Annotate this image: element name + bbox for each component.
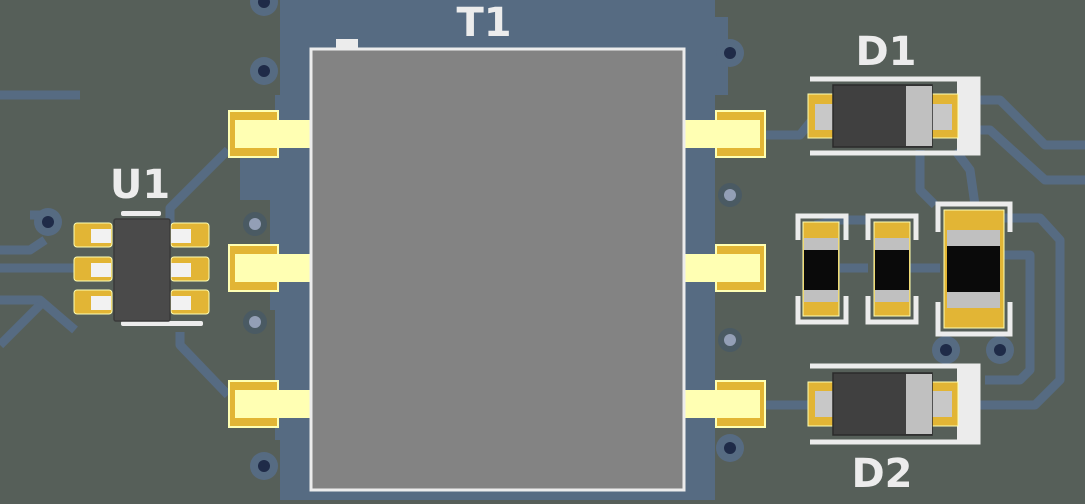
via bbox=[718, 183, 742, 207]
t1-body bbox=[309, 47, 686, 492]
via bbox=[34, 208, 62, 236]
u1-designator: U1 bbox=[110, 162, 170, 208]
d2-silk-cathode-bar bbox=[957, 366, 978, 442]
u1-silk-bottom bbox=[121, 321, 203, 326]
d1-lead-a bbox=[815, 104, 835, 130]
resistor-b-silk bbox=[865, 213, 919, 325]
via bbox=[250, 452, 278, 480]
d1-designator: D1 bbox=[855, 29, 916, 75]
resistor-a[interactable] bbox=[795, 213, 849, 325]
d2-designator: D2 bbox=[851, 451, 912, 497]
t1-pads-right bbox=[680, 110, 766, 428]
via bbox=[243, 212, 267, 236]
d2-cathode-band bbox=[906, 374, 932, 434]
u1-pads-right bbox=[170, 222, 210, 315]
t1-pad-5[interactable] bbox=[680, 244, 766, 292]
t1-pad-3[interactable] bbox=[228, 380, 315, 428]
capacitor-body bbox=[947, 246, 1000, 292]
t1-pad-2[interactable] bbox=[228, 244, 315, 292]
via bbox=[243, 310, 267, 334]
u1-body bbox=[113, 218, 171, 322]
d1-lead-k bbox=[932, 104, 952, 130]
capacitor-c[interactable] bbox=[935, 201, 1013, 337]
d1-silk-cathode-bar bbox=[957, 79, 978, 153]
via bbox=[716, 39, 744, 67]
via bbox=[716, 434, 744, 462]
t1-pad-6[interactable] bbox=[680, 110, 766, 158]
via bbox=[250, 57, 278, 85]
via bbox=[250, 0, 278, 16]
t1-pads-left bbox=[228, 110, 315, 428]
via bbox=[986, 336, 1014, 364]
ic-u1[interactable]: U1 bbox=[73, 162, 210, 326]
transformer-t1[interactable]: T1 bbox=[309, 0, 686, 492]
u1-silk-top bbox=[121, 211, 161, 216]
resistor-b-body bbox=[875, 250, 909, 290]
resistor-a-body bbox=[804, 250, 838, 290]
t1-pad-4[interactable] bbox=[680, 380, 766, 428]
resistor-a-silk bbox=[795, 213, 849, 325]
d2-lead-a bbox=[815, 391, 835, 417]
u1-pads-left bbox=[73, 222, 113, 315]
diode-d2[interactable]: D2 bbox=[807, 363, 981, 497]
d1-cathode-band bbox=[906, 86, 932, 146]
t1-designator: T1 bbox=[456, 0, 511, 46]
via bbox=[718, 328, 742, 352]
vias bbox=[34, 0, 1014, 480]
diode-d1[interactable]: D1 bbox=[807, 29, 981, 156]
via bbox=[932, 336, 960, 364]
d2-lead-k bbox=[932, 391, 952, 417]
t1-pad-1[interactable] bbox=[228, 110, 315, 158]
resistor-b[interactable] bbox=[865, 213, 919, 325]
capacitor-silk bbox=[935, 201, 1013, 337]
